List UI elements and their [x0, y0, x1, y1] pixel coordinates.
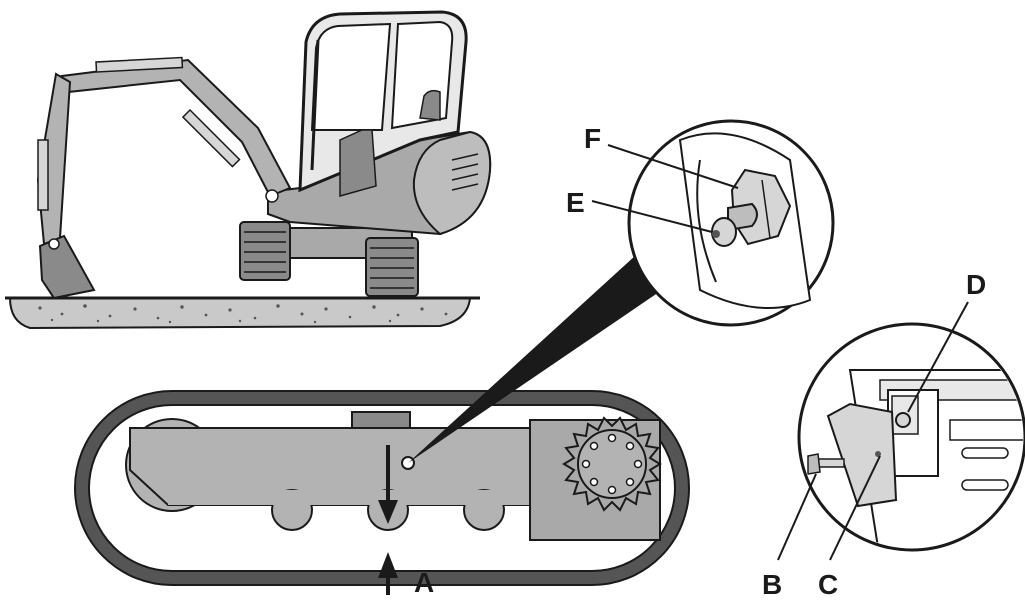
- cab-handrail: [310, 39, 320, 171]
- sprocket-bolts: [581, 433, 643, 495]
- leader-line-b: [777, 473, 817, 561]
- callout-f: F: [584, 123, 601, 154]
- ground-gravel: [38, 304, 448, 324]
- leader-line-d: [907, 301, 969, 413]
- excavator-illustration: [5, 10, 492, 330]
- zoom-wedge: [408, 255, 662, 463]
- ground-strip: [8, 297, 472, 330]
- arm-cylinder: [95, 56, 184, 73]
- leader-line-c: [829, 455, 881, 561]
- detail-zoom-grease-fitting: [408, 119, 835, 463]
- callout-d: D: [966, 269, 986, 300]
- bucket-cylinder: [37, 139, 49, 211]
- frame-slot-2: [961, 479, 1009, 491]
- hex-nut-facet: [761, 179, 771, 239]
- carrier-roller: [351, 411, 411, 429]
- leader-line-f: [607, 144, 739, 189]
- measure-arrow-down-head: [378, 500, 398, 524]
- grease-nipple-tip: [712, 230, 720, 238]
- bucket-pivot: [48, 238, 60, 250]
- leader-line-e: [591, 200, 713, 233]
- cover-plate: [826, 402, 898, 508]
- front-track: [239, 221, 291, 281]
- rear-track: [365, 237, 419, 297]
- counterweight: [412, 130, 492, 236]
- callout-e: E: [566, 187, 585, 218]
- mounting-bolt-head: [807, 453, 821, 475]
- cab-door-panel: [339, 129, 377, 197]
- track-frame-lower: [168, 490, 540, 505]
- boom: [60, 58, 292, 198]
- cover-plate-hole: [875, 451, 881, 457]
- detail-zoom-track-adjuster: [797, 322, 1025, 552]
- boom-pivot: [265, 189, 279, 203]
- frame-slot-1: [961, 447, 1009, 459]
- frame-plate-edge: [696, 159, 717, 283]
- callout-a: A: [414, 567, 434, 598]
- track-side-view: [74, 390, 690, 595]
- track-treads: [244, 231, 414, 289]
- cab-window-front: [310, 22, 392, 131]
- mounting-bolt-shank: [817, 458, 845, 468]
- frame-rib: [949, 419, 1023, 441]
- leader-lines: [591, 144, 969, 561]
- bucket: [38, 234, 96, 300]
- callout-c: C: [818, 569, 838, 600]
- grease-nipple-body: [727, 202, 758, 232]
- adjuster-fitting: [895, 412, 911, 428]
- callout-b: B: [762, 569, 782, 600]
- operator-seat: [419, 89, 441, 121]
- counterweight-vents: [451, 153, 479, 191]
- measure-arrow-up-head: [378, 552, 398, 578]
- boom-cylinder: [181, 108, 241, 168]
